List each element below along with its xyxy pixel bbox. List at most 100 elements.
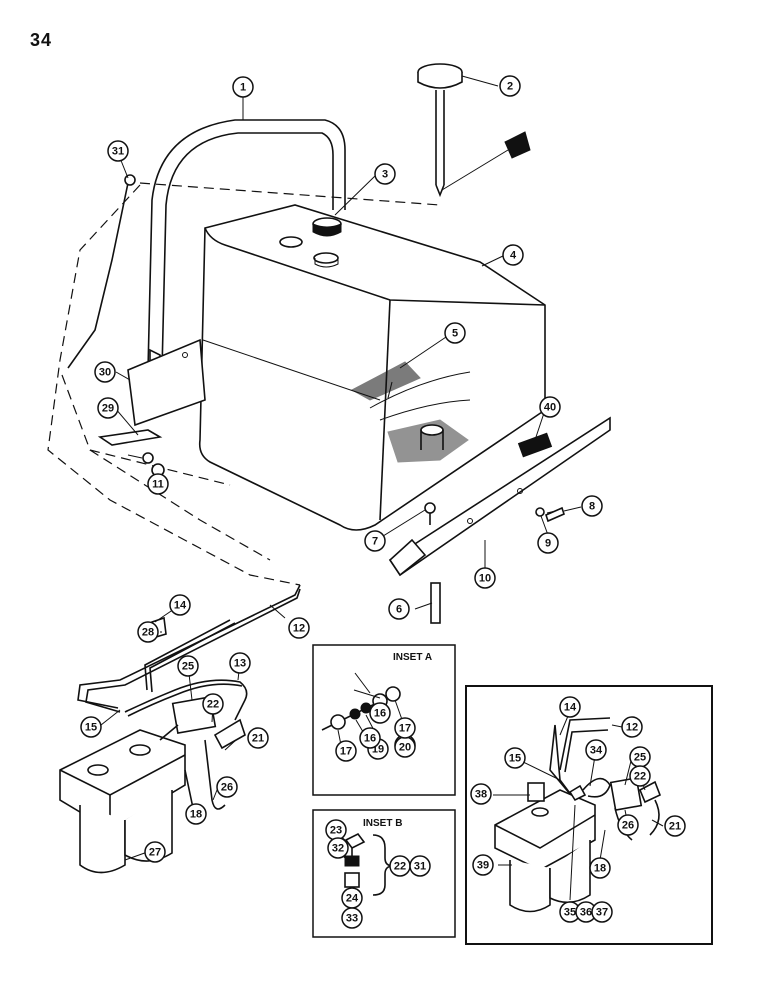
callout-label: 13 bbox=[234, 658, 246, 670]
callout-label: 26 bbox=[221, 782, 233, 794]
callout-15: 15 bbox=[504, 747, 526, 769]
callout-label: 21 bbox=[252, 733, 264, 745]
callout-label: 25 bbox=[182, 661, 194, 673]
fuel-tank bbox=[198, 204, 546, 531]
fuel-line bbox=[67, 174, 136, 369]
callout-label: 14 bbox=[174, 600, 187, 612]
callout-1: 1 bbox=[232, 76, 254, 98]
callout-21: 21 bbox=[247, 727, 269, 749]
callout-label: 24 bbox=[346, 893, 359, 905]
callout-label: 9 bbox=[545, 538, 551, 550]
callout-8: 8 bbox=[581, 495, 603, 517]
callout-3: 3 bbox=[374, 163, 396, 185]
callout-label: 17 bbox=[340, 746, 352, 758]
callout-label: 23 bbox=[330, 825, 342, 837]
callout-label: 37 bbox=[596, 907, 608, 919]
callout-22: 22 bbox=[389, 855, 411, 877]
callout-label: 15 bbox=[509, 753, 521, 765]
callout-6: 6 bbox=[388, 598, 410, 620]
gauge-sender bbox=[417, 63, 531, 198]
callout-label: 16 bbox=[364, 733, 376, 745]
callout-label: 27 bbox=[149, 847, 161, 859]
callout-label: 14 bbox=[564, 702, 577, 714]
callout-29: 29 bbox=[97, 397, 119, 419]
callout-4: 4 bbox=[502, 244, 524, 266]
callout-32: 32 bbox=[327, 837, 349, 859]
callout-label: 22 bbox=[207, 699, 219, 711]
callout-label: 10 bbox=[479, 573, 491, 585]
callout-31: 31 bbox=[107, 140, 129, 162]
callout-label: 32 bbox=[332, 843, 344, 855]
callout-17: 17 bbox=[335, 740, 357, 762]
callout-label: 31 bbox=[112, 146, 124, 158]
callout-label: 3 bbox=[382, 169, 388, 181]
callout-38: 38 bbox=[470, 783, 492, 805]
callout-14: 14 bbox=[559, 696, 581, 718]
callout-27: 27 bbox=[144, 841, 166, 863]
callout-label: 5 bbox=[452, 328, 458, 340]
callout-5: 5 bbox=[444, 322, 466, 344]
callout-16: 16 bbox=[369, 702, 391, 724]
callout-16: 16 bbox=[359, 727, 381, 749]
callout-40: 40 bbox=[539, 396, 561, 418]
callout-13: 13 bbox=[229, 652, 251, 674]
callout-layer: 1234567891011121314151617181920212223242… bbox=[80, 75, 686, 929]
callout-34: 34 bbox=[585, 739, 607, 761]
callout-14: 14 bbox=[169, 594, 191, 616]
callout-label: 28 bbox=[142, 627, 154, 639]
callout-11: 11 bbox=[147, 473, 169, 495]
inset-b: INSET B bbox=[312, 809, 456, 938]
callout-label: 12 bbox=[626, 722, 638, 734]
callout-label: 7 bbox=[372, 536, 378, 548]
callout-label: 33 bbox=[346, 913, 358, 925]
callout-21: 21 bbox=[664, 815, 686, 837]
callout-22: 22 bbox=[629, 765, 651, 787]
page-number: 34 bbox=[30, 30, 53, 50]
callout-label: 20 bbox=[399, 742, 411, 754]
callout-10: 10 bbox=[474, 567, 496, 589]
callout-label: 31 bbox=[414, 861, 426, 873]
callout-25: 25 bbox=[629, 746, 651, 768]
callout-label: 22 bbox=[634, 771, 646, 783]
clamp bbox=[97, 429, 165, 477]
callout-20: 20 bbox=[394, 736, 416, 758]
callout-label: 30 bbox=[99, 367, 111, 379]
callout-label: 12 bbox=[293, 623, 305, 635]
callout-label: 18 bbox=[594, 863, 606, 875]
callout-12: 12 bbox=[621, 716, 643, 738]
pin bbox=[430, 582, 441, 624]
callout-label: 38 bbox=[475, 789, 487, 801]
callout-label: 15 bbox=[85, 722, 97, 734]
callout-9: 9 bbox=[537, 532, 559, 554]
drain-fittings bbox=[424, 502, 565, 523]
callout-label: 40 bbox=[544, 402, 556, 414]
callout-label: 21 bbox=[669, 821, 681, 833]
callout-28: 28 bbox=[137, 621, 159, 643]
callout-17: 17 bbox=[394, 717, 416, 739]
callout-label: 18 bbox=[190, 809, 202, 821]
callout-30: 30 bbox=[94, 361, 116, 383]
callout-2: 2 bbox=[499, 75, 521, 97]
callout-label: 1 bbox=[240, 82, 246, 94]
callout-label: 4 bbox=[510, 250, 517, 262]
filter-lines bbox=[77, 584, 301, 721]
callout-label: 17 bbox=[399, 723, 411, 735]
callout-24: 24 bbox=[341, 887, 363, 909]
callout-23: 23 bbox=[325, 819, 347, 841]
callout-37: 37 bbox=[591, 901, 613, 923]
inset-a-title: INSET A bbox=[393, 652, 432, 663]
callout-12: 12 bbox=[288, 617, 310, 639]
callout-label: 36 bbox=[580, 907, 592, 919]
callout-18: 18 bbox=[185, 803, 207, 825]
support-bracket bbox=[127, 338, 206, 427]
callout-label: 39 bbox=[477, 860, 489, 872]
callout-label: 26 bbox=[622, 820, 634, 832]
mounting-rail bbox=[388, 416, 611, 577]
callout-7: 7 bbox=[364, 530, 386, 552]
callout-22: 22 bbox=[202, 693, 224, 715]
inset-c bbox=[465, 685, 713, 945]
callout-39: 39 bbox=[472, 854, 494, 876]
callout-label: 34 bbox=[590, 745, 603, 757]
callout-15: 15 bbox=[80, 716, 102, 738]
